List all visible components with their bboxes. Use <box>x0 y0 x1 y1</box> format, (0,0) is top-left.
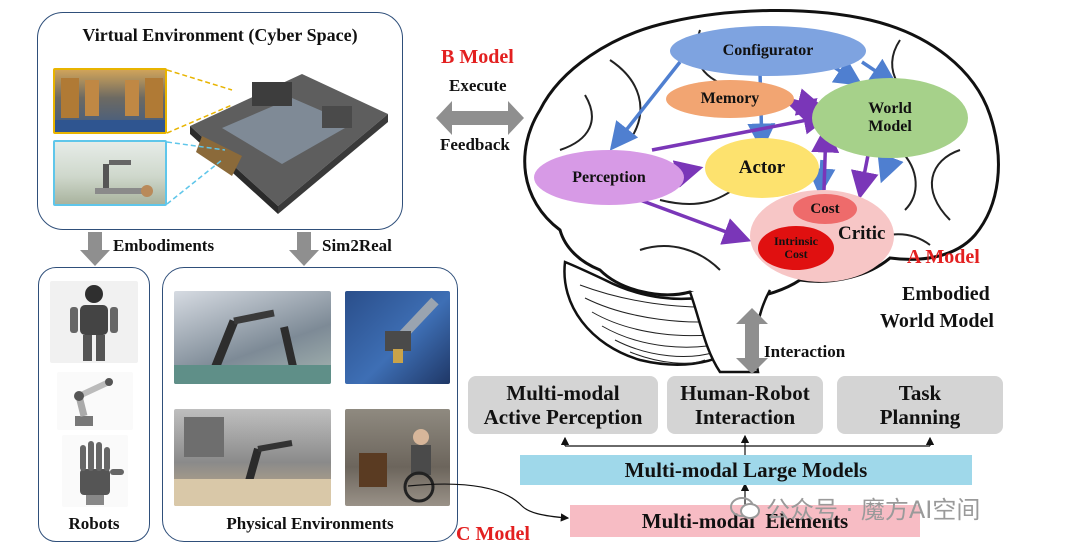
cyber-space-3d-scene <box>182 56 396 216</box>
a-model-label: A Model <box>907 246 980 268</box>
wheelchair-graphic <box>359 429 435 503</box>
perception-node: Perception <box>534 150 684 205</box>
task-human-robot-line1: Human-Robot <box>680 380 810 405</box>
virtual-environment-title: Virtual Environment (Cyber Space) <box>82 25 358 45</box>
multimodal-large-models-bar: Multi-modal Large Models <box>520 455 972 485</box>
watermark-text: 公众号 · 魔方AI空间 <box>766 496 981 524</box>
warehouse-shelves-graphic <box>55 78 165 132</box>
gripper-graphic <box>385 297 439 363</box>
critic-label: Critic <box>838 223 886 244</box>
kitchen-robot-graphic <box>174 417 331 506</box>
robot-hand-graphic <box>80 441 124 505</box>
embodied-world-model-line2: World Model <box>880 310 994 332</box>
lab-arms-graphic <box>174 309 331 384</box>
intrinsic-cost-node: Intrinsic Cost <box>758 226 834 270</box>
wechat-icon <box>730 496 760 519</box>
humanoid-robot-graphic <box>70 285 118 361</box>
task-active-perception-line1: Multi-modal <box>506 380 620 405</box>
intrinsic-cost-label-line2: Cost <box>784 247 808 261</box>
intrinsic-cost-label-line1: Intrinsic <box>773 233 818 248</box>
actor-node: Actor <box>705 138 819 198</box>
multimodal-large-models-label: Multi-modal Large Models <box>624 457 868 482</box>
feedback-label: Feedback <box>440 135 510 154</box>
warehouse-image <box>53 68 167 134</box>
memory-node: Memory <box>666 80 794 118</box>
actor-label: Actor <box>738 156 786 178</box>
task-active-perception-line2: Active Perception <box>483 405 643 429</box>
task-planning-line2: Planning <box>879 405 961 429</box>
task-planning: Task Planning <box>837 376 1003 434</box>
wheelchair-scene-image <box>345 409 450 506</box>
physical-environments-title: Physical Environments <box>226 514 394 533</box>
world-model-label-line1: World <box>868 100 912 118</box>
robot-hand-image <box>62 435 128 507</box>
execute-label: Execute <box>449 76 507 95</box>
configurator-node: Configurator <box>670 26 866 76</box>
perception-label: Perception <box>572 168 646 186</box>
watermark: 公众号 · 魔方AI空间 <box>730 490 980 525</box>
memory-label: Memory <box>700 90 760 108</box>
robots-title: Robots <box>68 514 120 533</box>
isometric-building-graphic <box>190 74 388 214</box>
multimodal-elements-label: Multi-modal Elements <box>641 508 849 533</box>
lab-robot-arms-image <box>174 291 331 384</box>
robot-arm-image <box>57 372 133 430</box>
cost-label: Cost <box>810 200 840 217</box>
humanoid-robot-image <box>50 281 138 363</box>
cost-node: Cost <box>793 194 857 224</box>
robot-arm-sim-image <box>53 140 167 206</box>
sim2real-label: Sim2Real <box>322 236 392 255</box>
task-planning-line1: Task <box>898 380 942 405</box>
interaction-label: Interaction <box>764 342 846 361</box>
task-active-perception: Multi-modal Active Perception <box>468 376 658 434</box>
kitchen-robot-image <box>174 409 331 506</box>
task-human-robot-line2: Interaction <box>694 405 796 429</box>
embodied-world-model-line1: Embodied <box>902 283 990 305</box>
configurator-label: Configurator <box>722 42 814 60</box>
b-model-label: B Model <box>441 46 514 68</box>
task-human-robot-interaction: Human-Robot Interaction <box>667 376 823 434</box>
multimodal-elements-bar: Multi-modal Elements <box>570 505 920 537</box>
sim-robot-arm-graphic <box>95 160 153 197</box>
world-model-label-line2: Model <box>868 118 912 135</box>
world-model-node: World Model <box>812 78 968 158</box>
gripper-closeup-image <box>345 291 450 384</box>
c-model-label: C Model <box>456 523 530 545</box>
embodiments-label: Embodiments <box>113 236 215 255</box>
robot-arm-graphic <box>74 378 113 426</box>
